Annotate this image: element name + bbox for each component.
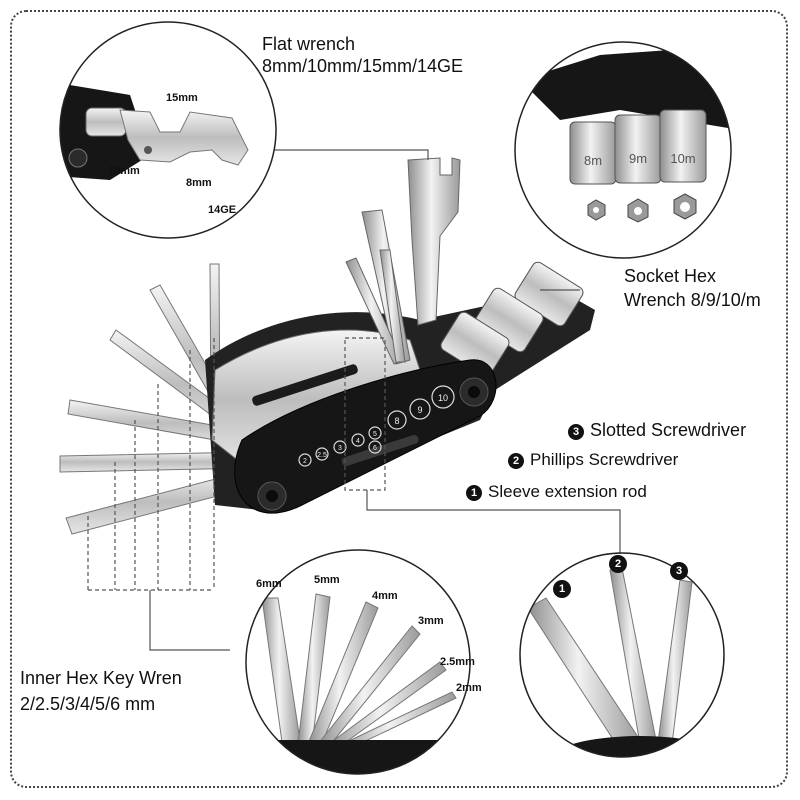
flat-wrench-detail: [59, 21, 277, 239]
mark-5: 5: [373, 431, 377, 438]
slotted-screwdriver-label: 3 Slotted Screwdriver: [568, 420, 746, 441]
hex-key-sizes: 2/2.5/3/4/5/6 mm: [20, 694, 156, 714]
size-marks: [298, 385, 455, 467]
hex-key-2-5mm: 2.5mm: [440, 656, 475, 668]
size-mark-labels: 2 2.5 3 4 5 6 8 9 10: [303, 393, 448, 465]
multi-tool-main: 2 2.5 3 4 5 6 8 9 10: [59, 157, 595, 535]
phillips-screwdriver-text: Phillips Screwdriver: [530, 450, 679, 469]
slotted-screwdriver-text: Slotted Screwdriver: [590, 420, 747, 440]
mark-9: 9: [417, 405, 422, 415]
leader-lines: [149, 149, 621, 651]
badge-2: 2: [508, 453, 524, 469]
badge-1: 1: [466, 485, 482, 501]
badge-3: 3: [568, 424, 584, 440]
detail-badge-3: 3: [670, 562, 688, 580]
sleeve-rod-label: 1 Sleeve extension rod: [466, 482, 647, 502]
socket-sizes: Wrench 8/9/10/m: [624, 290, 761, 310]
socket-mark-9: 9m: [629, 151, 647, 166]
hex-key-4mm: 4mm: [372, 590, 398, 602]
sleeve-rod-text: Sleeve extension rod: [488, 482, 647, 501]
dotted-frame: [10, 10, 788, 788]
mark-2: 2: [303, 458, 307, 465]
mark-4: 4: [356, 438, 360, 445]
flat-wrench-10mm: 10mm: [108, 165, 140, 177]
socket-detail: 8m 9m 10m: [514, 41, 732, 259]
hex-key-2mm: 2mm: [456, 682, 482, 694]
hex-key-3mm: 3mm: [418, 615, 444, 627]
mark-10: 10: [438, 393, 448, 403]
socket-title: Socket Hex: [624, 266, 717, 286]
mark-3: 3: [338, 445, 342, 452]
hex-key-6mm: 6mm: [256, 578, 282, 590]
flat-wrench-15mm: 15mm: [166, 92, 198, 104]
hex-key-title: Inner Hex Key Wren: [20, 668, 182, 688]
guide-lines: [87, 337, 386, 591]
hex-key-detail: [245, 549, 471, 775]
flat-wrench-title: Flat wrench: [262, 34, 356, 54]
detail-badge-1: 1: [553, 580, 571, 598]
mark-8: 8: [394, 416, 399, 426]
hex-key-5mm: 5mm: [314, 574, 340, 586]
mark-6: 6: [373, 445, 377, 452]
flat-wrench-8mm: 8mm: [186, 177, 212, 189]
socket-mark-8: 8m: [584, 153, 602, 168]
mark-2-5: 2.5: [317, 452, 327, 459]
flat-wrench-14ge: 14GE: [208, 204, 237, 216]
detail-badge-2: 2: [609, 555, 627, 573]
socket-mark-10: 10m: [670, 151, 695, 166]
phillips-screwdriver-label: 2 Phillips Screwdriver: [508, 450, 678, 470]
flat-wrench-sizes: 8mm/10mm/15mm/14GE: [262, 56, 464, 76]
screwdriver-detail: [519, 552, 725, 758]
